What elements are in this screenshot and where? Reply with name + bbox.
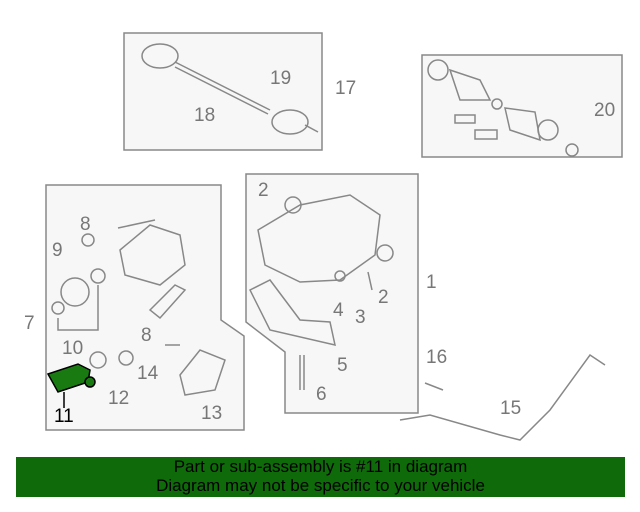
callout-1: 1 [426,272,437,293]
callout-9: 9 [52,240,63,261]
left-group-drawing [51,219,226,396]
part-11-highlighted[interactable] [46,363,96,408]
callout-2: 2 [378,287,389,308]
callout-16: 16 [426,347,447,368]
group-box-1 [245,173,419,414]
callout-17: 17 [335,78,356,99]
callout-3: 3 [355,307,366,328]
axle-shaft-drawing [141,43,319,135]
callout-8: 8 [141,325,152,346]
banner-line-2: Diagram may not be specific to your vehi… [156,476,485,495]
callout-15: 15 [500,398,521,419]
callout-12: 12 [108,388,129,409]
callout-10: 10 [62,338,83,359]
callout-2: 2 [258,180,269,201]
group-box-7 [45,184,245,431]
callout-20: 20 [594,100,615,121]
callout-13: 13 [201,403,222,424]
callout-19: 19 [270,68,291,89]
callout-7: 7 [24,313,35,334]
callout-11[interactable]: 11 [54,406,74,427]
boot-kit-drawing [427,59,579,157]
callout-18: 18 [194,105,215,126]
callout-6: 6 [316,384,327,405]
vent-line-drawing [399,353,606,441]
differential-housing-drawing [248,194,394,390]
banner-line-1: Part or sub-assembly is #11 in diagram [173,457,468,476]
info-banner: Part or sub-assembly is #11 in diagram D… [16,457,625,497]
callout-14: 14 [137,363,159,384]
callout-4: 4 [333,300,344,321]
callout-5: 5 [337,355,348,376]
callout-8: 8 [80,214,91,235]
